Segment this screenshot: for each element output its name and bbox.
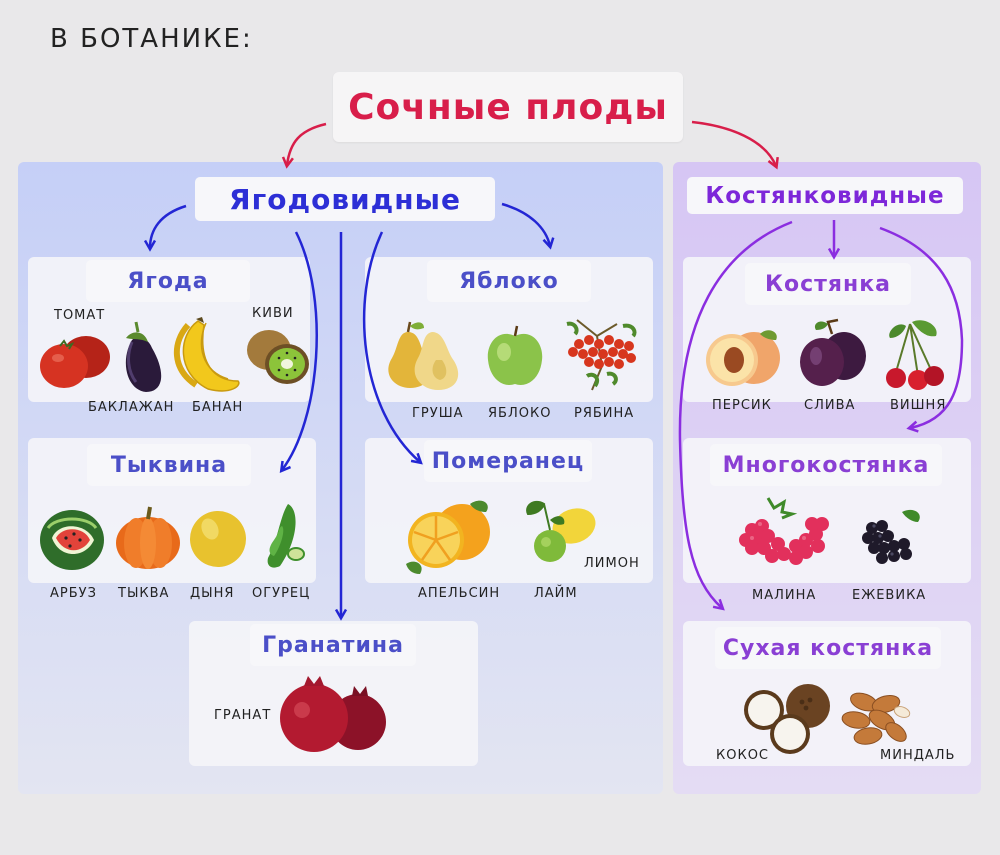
card-title-tykvina-text: Тыквина <box>110 452 228 478</box>
card-title-yabloko: Яблоко <box>427 260 591 302</box>
rowan-image <box>566 319 637 391</box>
fruit-label-ryabina: РЯБИНА <box>574 406 635 421</box>
fruit-label-tykva: ТЫКВА <box>118 586 170 601</box>
tomato-image <box>40 336 110 388</box>
card-title-sukhaya: Сухая костянка <box>715 627 941 669</box>
arrow-to-mnogokostyanka <box>879 226 964 433</box>
fruit-label-arbuz: АРБУЗ <box>50 586 97 601</box>
pomegranate-image <box>280 676 386 752</box>
fruit-label-dynya: ДЫНЯ <box>190 586 235 601</box>
melon-image <box>190 511 246 567</box>
lime-lemon-image <box>526 500 596 562</box>
card-title-yagoda: Ягода <box>86 260 250 302</box>
arrow-to-sukhaya <box>678 220 793 611</box>
fruit-label-granat: ГРАНАТ <box>214 708 272 723</box>
arrow-root-to-drupelike <box>691 120 779 170</box>
apple-image <box>487 325 543 385</box>
kiwi-image <box>247 330 309 384</box>
fruit-label-banan: БАНАН <box>192 400 244 415</box>
fruit-label-tomat: ТОМАТ <box>54 308 106 323</box>
root-node: Сочные плоды <box>333 72 683 142</box>
fruit-label-grusha: ГРУША <box>412 406 464 421</box>
arrow-to-pomerants <box>362 231 423 465</box>
fruit-label-limon: ЛИМОН <box>584 556 640 571</box>
card-title-tykvina: Тыквина <box>87 444 251 486</box>
berrylike-label-text: Ягодовидные <box>229 182 461 216</box>
card-title-pomerants-text: Померанец <box>431 448 585 474</box>
drupelike-label-text: Костянковидные <box>705 182 945 209</box>
fruit-label-yabloko: ЯБЛОКО <box>488 406 552 421</box>
arrow-to-tykvina <box>279 231 318 474</box>
plum-image <box>800 318 866 386</box>
fruit-label-ogurets: ОГУРЕЦ <box>252 586 311 601</box>
eggplant-image <box>125 321 162 392</box>
page-header: В БОТАНИКЕ: <box>50 24 253 54</box>
root-title: Сочные плоды <box>348 86 668 128</box>
drupelike-label: Костянковидные <box>687 177 963 214</box>
raspberry-image <box>739 497 829 565</box>
fruit-label-sliva: СЛИВА <box>804 398 856 413</box>
fruit-label-kokos: КОКОС <box>716 748 770 763</box>
fruit-label-apelsin: АПЕЛЬСИН <box>418 586 501 601</box>
card-title-granatina: Гранатина <box>250 624 416 666</box>
fruit-label-laim: ЛАЙМ <box>534 586 578 601</box>
card-title-pomerants: Померанец <box>424 440 592 482</box>
fruit-label-ezhevika: ЕЖЕВИКА <box>852 588 927 603</box>
cucumber-image <box>267 504 305 568</box>
card-title-kostyanka: Костянка <box>745 263 911 305</box>
watermelon-image <box>40 510 104 570</box>
almond-image <box>841 692 911 745</box>
berrylike-label: Ягодовидные <box>195 177 495 221</box>
arrow-to-yabloko <box>501 202 555 250</box>
pumpkin-image <box>116 506 180 569</box>
fruit-label-mindal: МИНДАЛЬ <box>880 748 956 763</box>
fruit-label-persik: ПЕРСИК <box>712 398 772 413</box>
arrow-root-to-berrylike <box>281 122 327 169</box>
fruit-label-kivi: КИВИ <box>252 306 294 321</box>
card-title-granatina-text: Гранатина <box>262 632 404 658</box>
card-title-sukhaya-text: Сухая костянка <box>722 635 934 661</box>
blackberry-image <box>862 509 920 564</box>
arrow-to-yagoda <box>143 204 187 252</box>
fruit-label-malina: МАЛИНА <box>752 588 817 603</box>
card-title-mnogokostyanka: Многокостянка <box>710 444 942 486</box>
cherry-image <box>886 320 944 390</box>
card-title-yagoda-text: Ягода <box>127 268 209 294</box>
coconut-image <box>744 684 830 754</box>
fruit-label-vishnya: ВИШНЯ <box>890 398 947 413</box>
orange-image <box>406 500 490 574</box>
peach-image <box>706 330 780 386</box>
card-title-mnogokostyanka-text: Многокостянка <box>722 452 930 478</box>
card-title-kostyanka-text: Костянка <box>765 271 891 297</box>
fruit-label-baklazhan: БАКЛАЖАН <box>88 400 175 415</box>
pear-image <box>388 321 459 390</box>
card-title-yabloko-text: Яблоко <box>459 268 559 294</box>
banana-image <box>173 317 240 392</box>
